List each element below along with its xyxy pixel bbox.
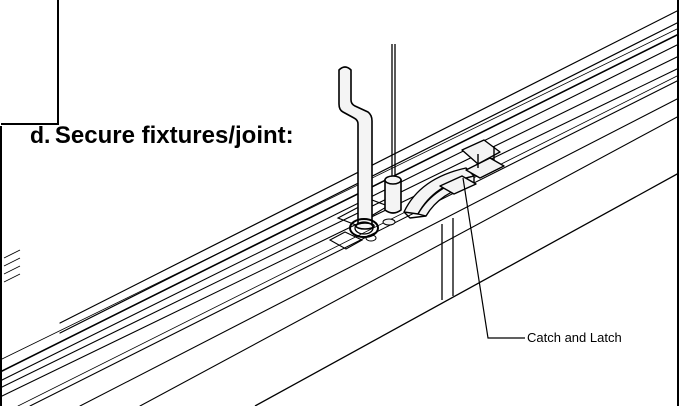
lift-rod — [338, 66, 375, 230]
catch-latch — [403, 139, 505, 219]
callout-leader — [462, 177, 525, 339]
step-text: Secure fixtures/joint: — [54, 122, 294, 149]
track-rail — [0, 9, 679, 406]
step-heading: d. Secure fixtures/joint: — [30, 124, 294, 148]
wire-anchor — [382, 175, 402, 226]
rod-grommet — [349, 218, 379, 242]
catch-latch-label: Catch and Latch — [527, 330, 622, 345]
panel-face — [254, 172, 679, 406]
tension-wire — [391, 44, 396, 178]
step-letter: d. — [30, 122, 51, 148]
edge-grooves — [3, 249, 21, 283]
detail-box — [1, 0, 59, 125]
